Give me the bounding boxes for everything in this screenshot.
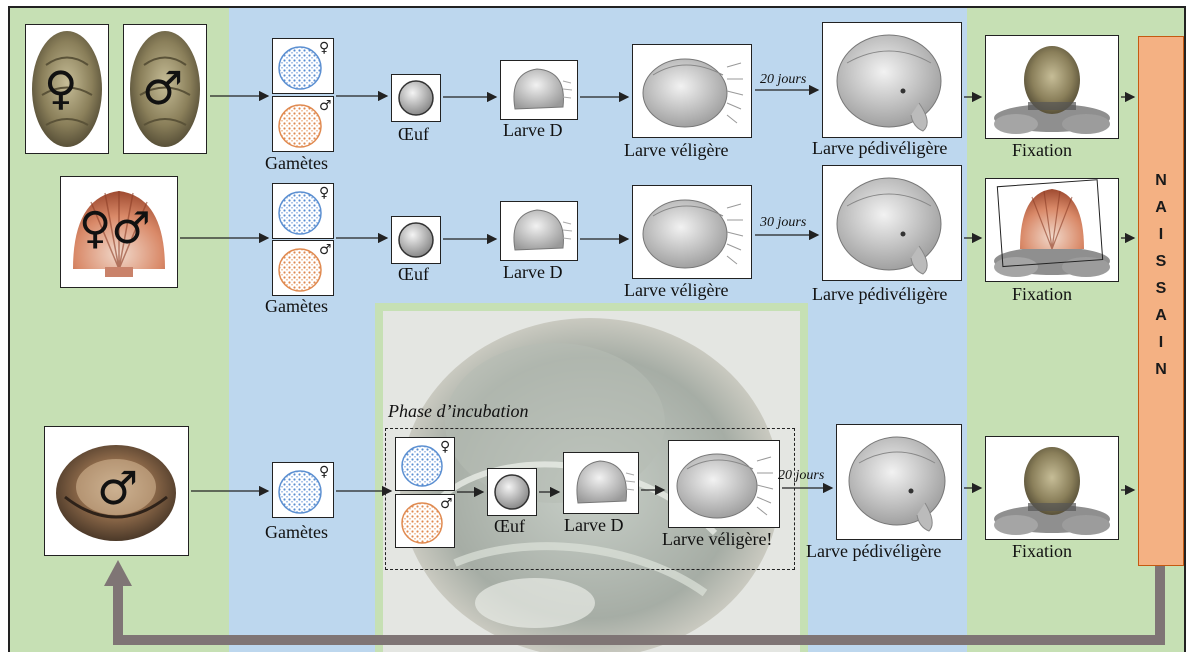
return-loop-arrowhead [104,560,132,586]
return-loop-arrow [118,566,1160,640]
